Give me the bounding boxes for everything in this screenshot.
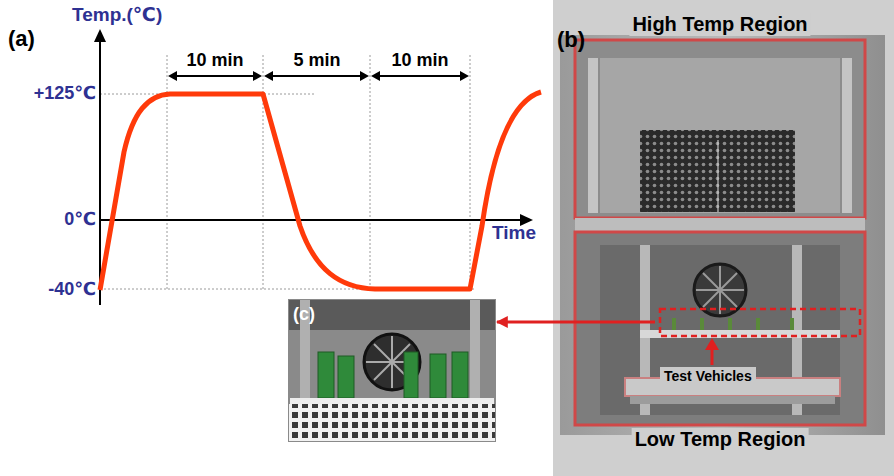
duration-label: 10 min <box>391 50 448 71</box>
photo-panel: (b) High Temp RegionLow Temp Region Test V… <box>553 0 894 476</box>
high-temp-region: High Temp Region <box>575 8 865 220</box>
axis-title: Time <box>492 222 536 244</box>
low-temp-region: Low Temp Region Test Vehicles <box>575 228 865 468</box>
inset-photo-panel: (c) <box>287 298 497 443</box>
region-label: Test Vehicles <box>660 367 756 385</box>
region-label: Low Temp Region <box>632 428 809 451</box>
duration-label: 5 min <box>293 50 340 71</box>
chamber-photo <box>553 0 894 476</box>
temperature-tick: 0℃ <box>64 209 96 230</box>
axis-title: Temp.(℃) <box>72 4 162 26</box>
test-vehicle-area: Test Vehicles <box>655 305 865 397</box>
region-label: High Temp Region <box>629 13 810 36</box>
pointer-arrow <box>497 321 655 324</box>
region-label: (b) <box>557 27 585 52</box>
panel-letter: (a) <box>8 26 35 51</box>
inset-photo <box>287 298 497 443</box>
temperature-tick: -40℃ <box>48 279 96 300</box>
temperature-chart <box>94 29 541 305</box>
region-label: (c) <box>293 304 315 325</box>
temperature-tick: +125℃ <box>34 83 96 104</box>
duration-label: 10 min <box>186 50 243 71</box>
